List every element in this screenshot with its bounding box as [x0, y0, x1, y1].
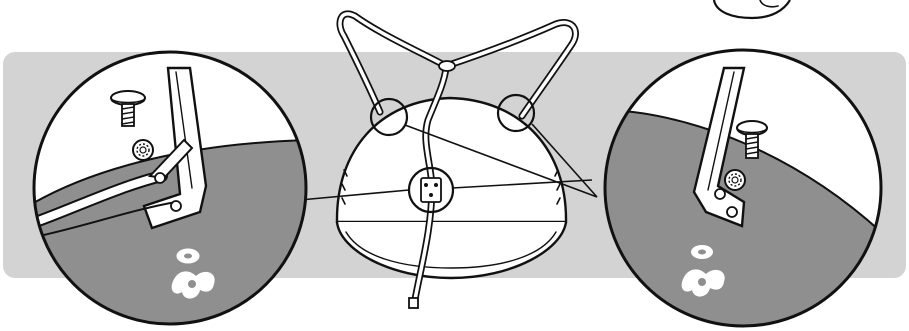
- callout-circle-right: [496, 93, 536, 133]
- lock-washer-icon: [724, 169, 746, 191]
- screw-icon: [736, 120, 768, 159]
- wing-nut-icon: [681, 269, 725, 297]
- washer-icon: [691, 245, 713, 259]
- washer-icon: [176, 248, 200, 264]
- hand-icon: [712, 0, 791, 20]
- bracket-icon: [692, 66, 746, 228]
- clamp-icon: [420, 177, 442, 203]
- wire-frame-icon: [336, 10, 579, 309]
- screw-icon: [110, 90, 146, 127]
- left-detail: [32, 50, 308, 326]
- leader-lines: [299, 123, 598, 201]
- bracket-icon: [34, 66, 208, 239]
- callout-circle-left: [369, 97, 409, 137]
- right-detail: [603, 48, 883, 328]
- lock-washer-icon: [132, 139, 154, 161]
- wing-nut-icon: [171, 271, 215, 299]
